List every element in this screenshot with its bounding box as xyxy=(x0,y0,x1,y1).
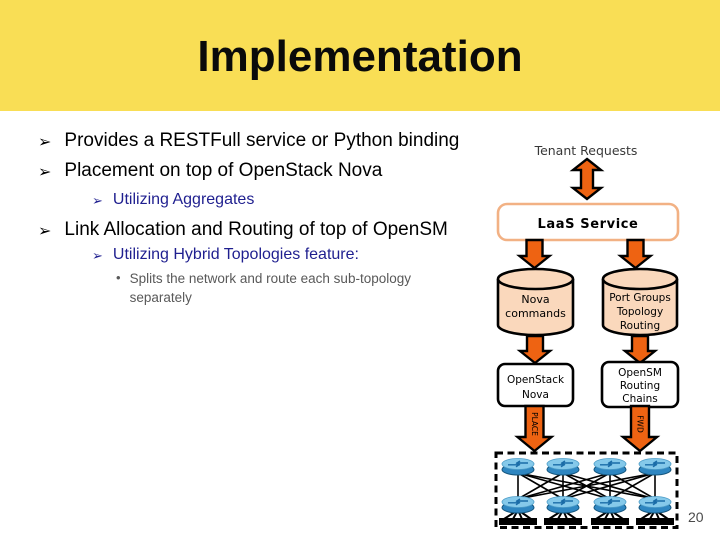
bullet-text: Placement on top of OpenStack Nova xyxy=(64,160,383,181)
bullet-item: ➢ Placement on top of OpenStack Nova xyxy=(38,160,382,182)
fwd-arrow-label: FWD xyxy=(636,415,645,433)
arrow-bullet-icon: ➢ xyxy=(38,164,52,181)
port-groups-db: Port Groups Topology Routing xyxy=(601,267,679,337)
switch-icon xyxy=(501,495,535,514)
switch-icon xyxy=(501,457,535,476)
opensm-box-line2: Routing xyxy=(620,380,660,392)
dot-bullet-icon: • xyxy=(116,270,121,285)
title-banner: Implementation xyxy=(0,0,720,111)
sub-bullet-item: ➢ Utilizing Aggregates xyxy=(92,191,254,209)
switch-icon xyxy=(638,457,672,476)
network-topology-box xyxy=(494,451,679,529)
opensm-chains-box: OpenSM Routing Chains xyxy=(600,360,680,409)
bullet-text: Link Allocation and Routing of top of Op… xyxy=(64,219,448,240)
bullet-item: ➢ Link Allocation and Routing of top of … xyxy=(38,219,448,241)
place-arrow-label: PLACE xyxy=(530,412,539,436)
opensm-box-line1: OpenSM xyxy=(618,367,662,379)
arrow-to-port-db-icon xyxy=(617,238,654,270)
sub-sub-bullet-item: • Splits the network and route each sub-… xyxy=(116,269,470,307)
switch-icon xyxy=(546,457,580,476)
arrow-bullet-icon: ➢ xyxy=(38,134,52,151)
port-db-label-line1: Port Groups xyxy=(609,292,671,304)
port-db-label-line2: Topology xyxy=(616,306,663,318)
arrow-bullet-icon: ➢ xyxy=(92,248,103,263)
sub-bullet-text: Utilizing Aggregates xyxy=(112,191,255,208)
tenant-double-arrow-icon xyxy=(569,157,605,201)
bullet-text: Provides a RESTFull service or Python bi… xyxy=(64,130,460,151)
arrow-to-opensm-icon xyxy=(621,334,659,365)
bullet-item: ➢ Provides a RESTFull service or Python … xyxy=(38,130,459,152)
arrow-to-openstack-icon xyxy=(516,334,554,365)
fabric-links xyxy=(517,472,656,500)
sub-bullet-text: Utilizing Hybrid Topologies feature: xyxy=(112,246,359,263)
arrow-to-nova-db-icon xyxy=(516,238,553,270)
leaf-switch-row xyxy=(501,495,672,514)
port-db-label-line3: Routing xyxy=(620,320,660,332)
switch-icon xyxy=(593,457,627,476)
laas-service-box xyxy=(496,202,680,242)
openstack-nova-box: OpenStack Nova xyxy=(496,362,575,408)
fwd-arrow: FWD xyxy=(619,404,661,453)
switch-icon xyxy=(638,495,672,514)
openstack-box-line1: OpenStack xyxy=(507,374,565,386)
note-text: Splits the network and route each sub-to… xyxy=(129,271,411,305)
tenant-requests-label: Tenant Requests xyxy=(534,143,638,158)
arrow-bullet-icon: ➢ xyxy=(38,223,52,240)
spine-switch-row xyxy=(501,457,672,476)
nova-db-label-line1: Nova xyxy=(521,293,549,306)
arrow-bullet-icon: ➢ xyxy=(92,193,103,208)
switch-icon xyxy=(546,495,580,514)
opensm-box-line3: Chains xyxy=(622,393,657,405)
sub-bullet-item: ➢ Utilizing Hybrid Topologies feature: xyxy=(92,246,359,264)
laas-service-label: LaaS Service xyxy=(538,217,639,232)
nova-commands-db: Nova commands xyxy=(496,267,575,337)
nova-db-label-line2: commands xyxy=(505,307,566,320)
openstack-box-line2: Nova xyxy=(522,389,549,401)
page-number: 20 xyxy=(688,509,704,525)
switch-icon xyxy=(593,495,627,514)
slide-title: Implementation xyxy=(197,31,523,81)
place-arrow: PLACE xyxy=(514,404,555,453)
